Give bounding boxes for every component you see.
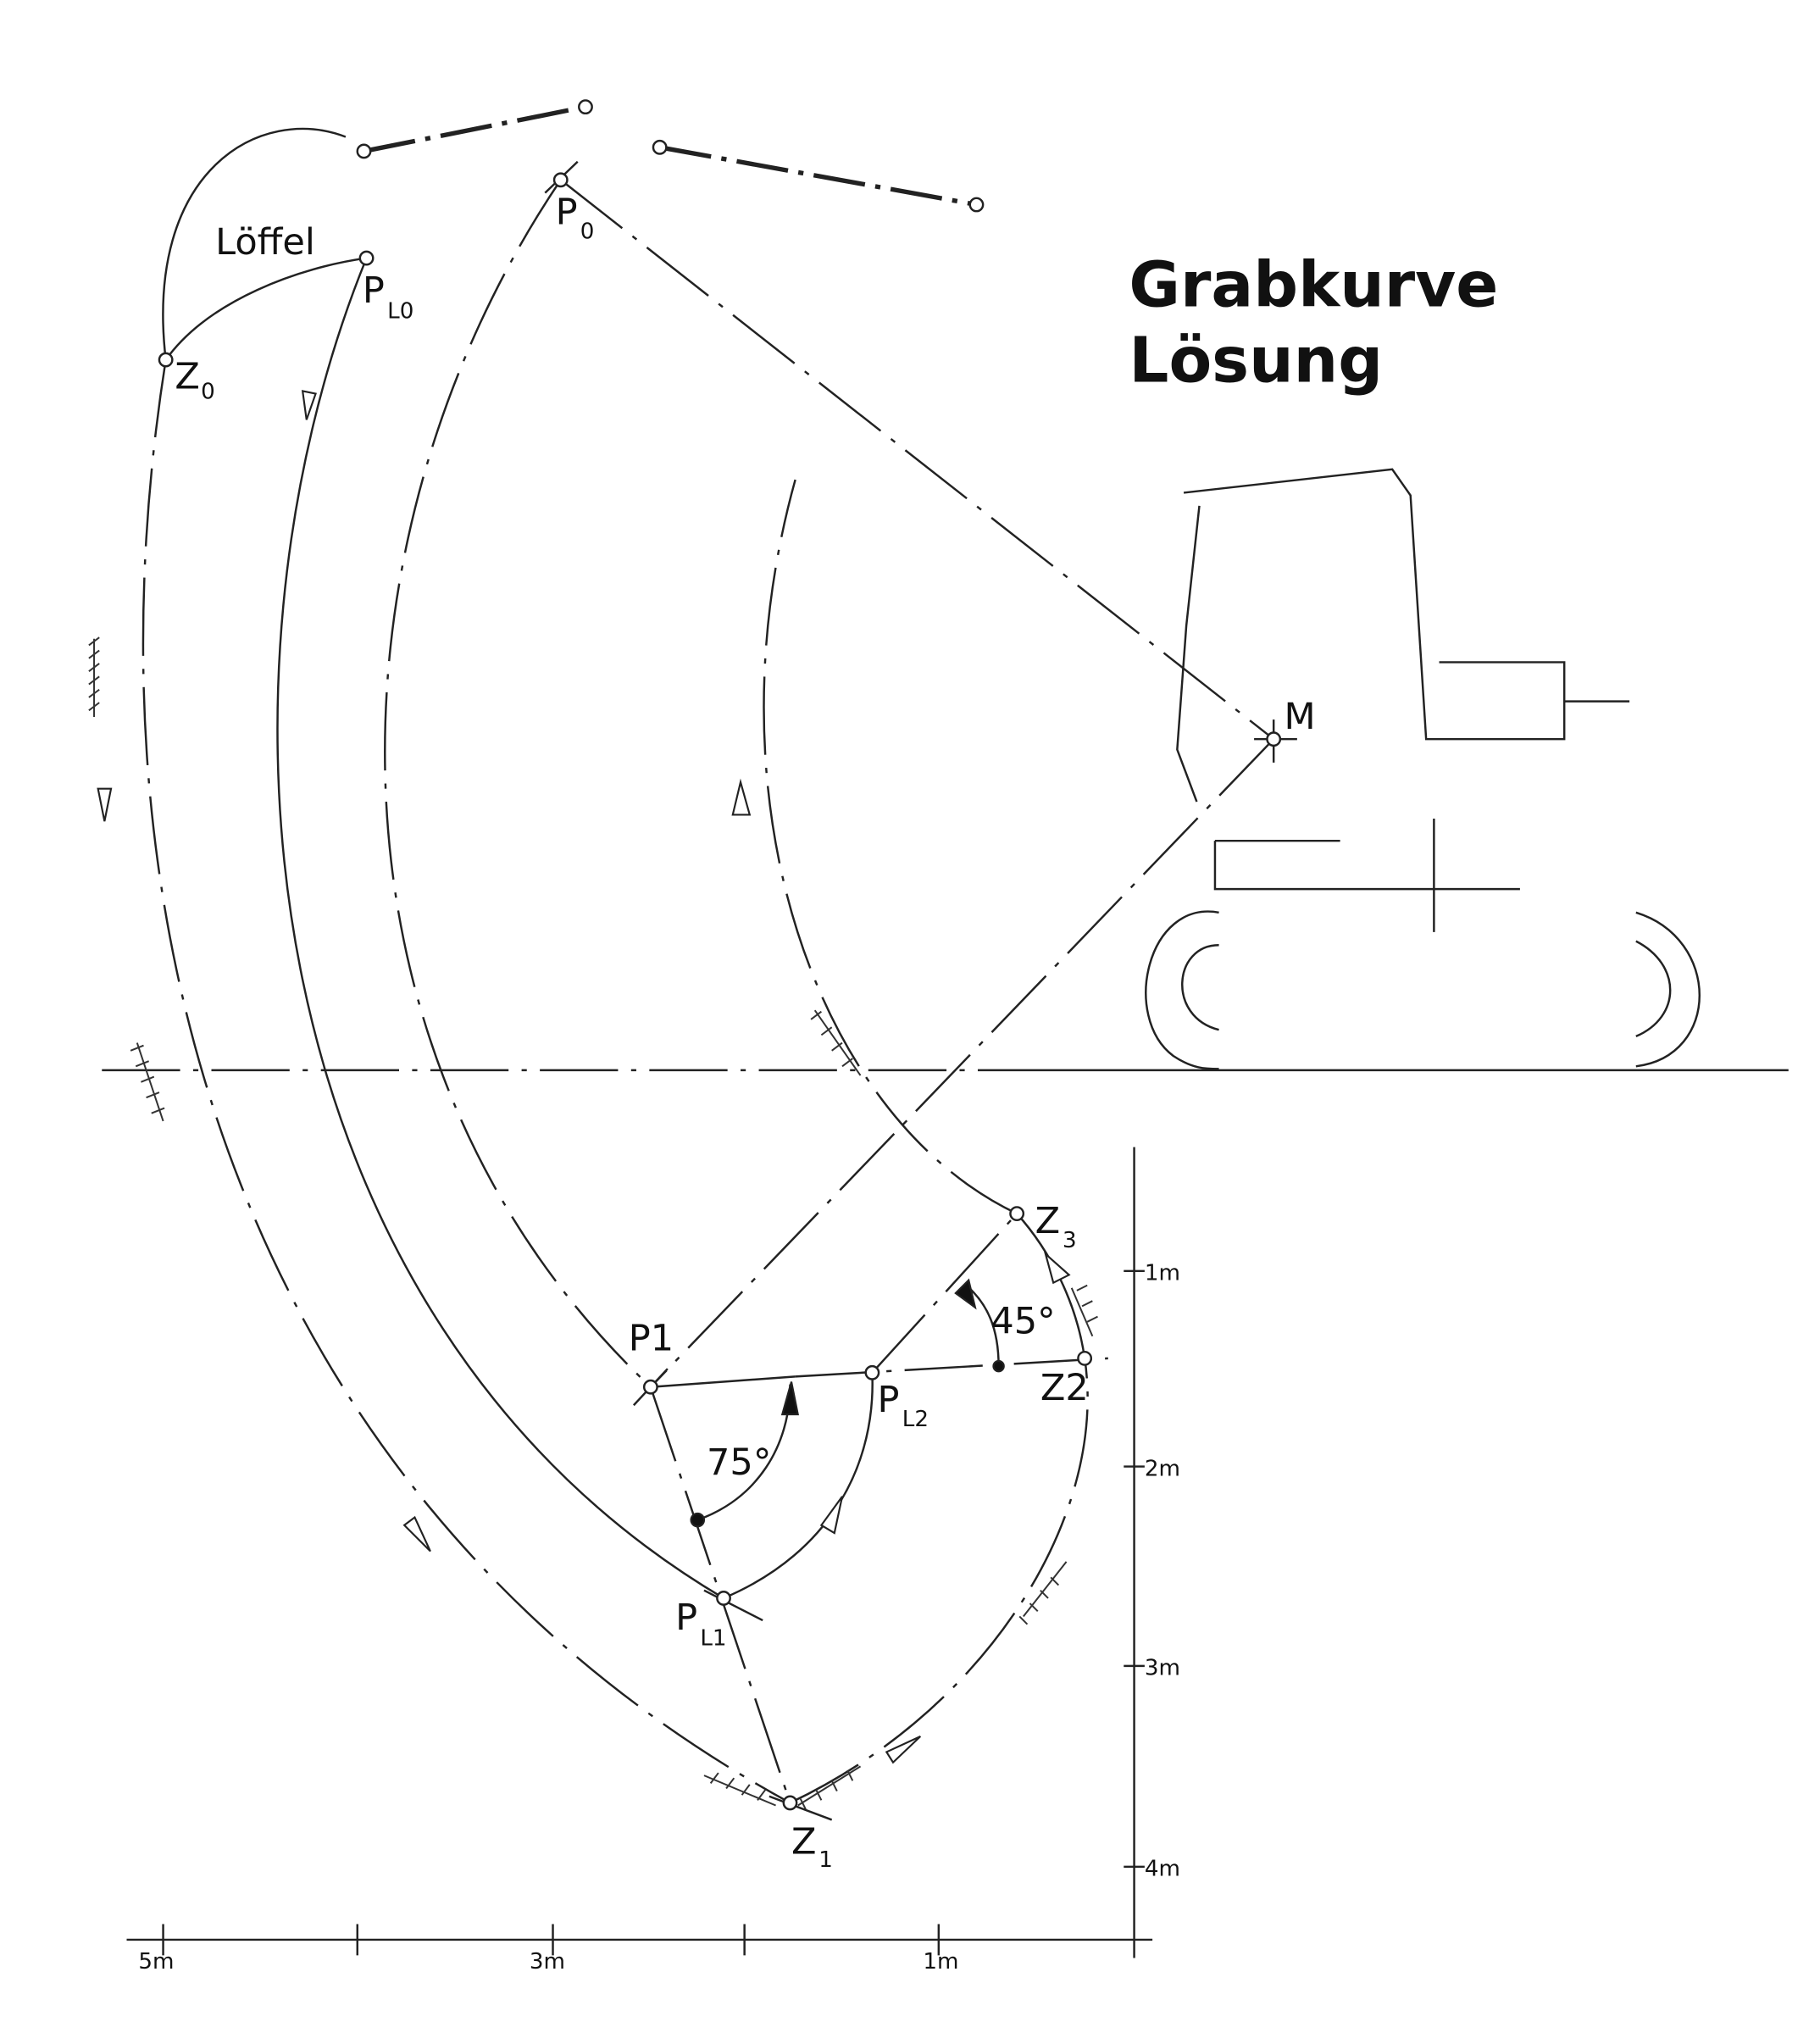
label-P1: P1 <box>629 1318 674 1360</box>
y-tick-3m: 3m <box>1145 1656 1180 1681</box>
boom-indicator-bars <box>356 99 985 213</box>
point-Z0 <box>158 352 174 368</box>
arrow-down-icon <box>402 1515 431 1552</box>
arrow-up-icon <box>819 1496 844 1535</box>
arrow-up-icon <box>954 1278 977 1310</box>
point-Z1 <box>769 1795 833 1821</box>
label-PL2: P <box>878 1379 900 1421</box>
label-Z1-sub: 1 <box>818 1847 833 1873</box>
joint-points <box>158 160 1297 1821</box>
label-Z1: Z <box>791 1820 817 1863</box>
y-tick-2m: 2m <box>1145 1456 1180 1481</box>
point-M <box>1254 719 1297 763</box>
x-tick-5m: 5m <box>138 1949 174 1975</box>
y-tick-4m: 4m <box>1145 1857 1180 1882</box>
arrow-down-icon <box>97 787 113 822</box>
point-Z2 <box>1077 1350 1093 1366</box>
label-PL0-sub: L0 <box>387 298 413 324</box>
arrow-down-icon <box>301 390 317 420</box>
label-Z3-sub: 3 <box>1063 1228 1077 1253</box>
label-angle-75: 75° <box>707 1441 771 1484</box>
label-PL1-sub: L1 <box>700 1625 726 1651</box>
y-tick-1m: 1m <box>1145 1261 1180 1286</box>
title-line2: Lösung <box>1129 325 1383 397</box>
title-line1: Grabkurve <box>1129 248 1498 321</box>
label-PL1: P <box>675 1597 697 1639</box>
arm-lines <box>559 179 1275 1803</box>
label-P0-sub: 0 <box>580 219 595 245</box>
label-Z0: Z <box>175 355 200 397</box>
label-M: M <box>1284 696 1315 738</box>
x-tick-1m: 1m <box>923 1949 958 1975</box>
arrow-up-icon <box>1043 1251 1071 1285</box>
label-loeffel: Löffel <box>215 221 315 264</box>
ground-hatching <box>88 636 1098 1810</box>
arrow-up-icon <box>731 778 752 816</box>
label-angle-45: 45° <box>990 1301 1055 1343</box>
x-tick-3m: 3m <box>530 1949 565 1975</box>
arrow-up-icon <box>780 1381 800 1416</box>
label-P0: P <box>556 192 578 234</box>
point-PL0 <box>358 250 375 266</box>
scale-axes: 5m 3m 1m 1m 2m 3m 4m <box>126 1147 1180 1975</box>
point-PL1 <box>703 1589 763 1622</box>
direction-arrows <box>97 390 1071 1764</box>
label-Z2: Z2 <box>1040 1367 1089 1409</box>
point-Z3 <box>1009 1206 1025 1222</box>
point-P0 <box>544 160 579 194</box>
label-Z3: Z <box>1035 1200 1061 1242</box>
excavator-outline <box>1145 468 1701 1070</box>
point-PL2 <box>864 1364 880 1380</box>
point-P1 <box>632 1368 669 1407</box>
arrow-up-icon <box>885 1735 922 1764</box>
label-PL2-sub: L2 <box>902 1407 929 1432</box>
label-Z0-sub: 0 <box>201 380 215 405</box>
label-PL0: P <box>363 269 385 312</box>
digging-curves <box>141 127 1089 1804</box>
